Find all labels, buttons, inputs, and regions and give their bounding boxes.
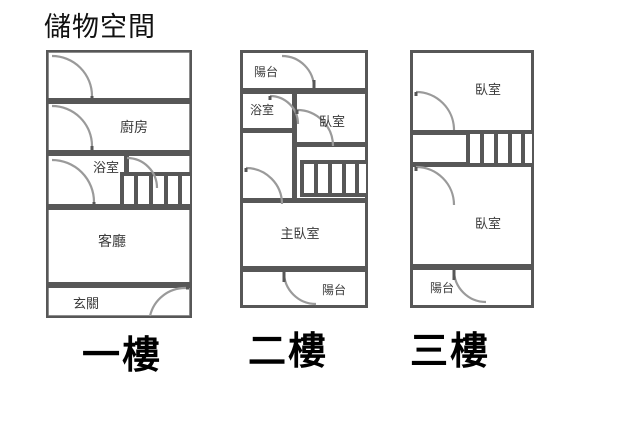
floor-2-label-balcony-bottom: 陽台: [322, 282, 346, 297]
floor-3-wall-hall-bottom: [410, 162, 502, 167]
floor-1-wall-storage-kitchen: [46, 98, 192, 104]
floor-1-door-arcs: [51, 54, 189, 317]
floor-1-label-entrance: 玄關: [73, 297, 99, 312]
floor-1-caption: 一樓: [82, 333, 163, 377]
floor-3-drawing: 臥室 臥室 陽台: [410, 50, 534, 308]
floor-2-wall-hall-master: [240, 198, 368, 203]
floor-1-wall-bath-living: [46, 204, 192, 210]
floor-1-label-living-room: 客廳: [98, 233, 126, 250]
page-title: 儲物空間: [44, 12, 156, 43]
floor-2-wall-balcony-bottom: [240, 266, 368, 272]
floor-2-label-master-bedroom: 主臥室: [280, 226, 319, 242]
floor-plan-1: 廚房 浴室 客廳 玄關: [46, 50, 192, 318]
floor-3-label-balcony-bottom: 陽台: [430, 280, 454, 295]
floor-3-wall-balcony-bottom: [410, 264, 534, 270]
floor-1-drawing: 廚房 浴室 客廳 玄關: [46, 50, 192, 318]
floor-2-wall-bath-bottom: [240, 128, 296, 133]
floor-3-caption: 三樓: [410, 329, 491, 373]
floor-2-caption: 二樓: [248, 329, 329, 373]
floor-1-wall-kitchen-bath: [46, 150, 192, 156]
floor-1-label-kitchen: 廚房: [120, 119, 148, 136]
floor-2-label-bathroom: 浴室: [250, 102, 274, 117]
floor-1-label-bathroom: 浴室: [93, 160, 119, 176]
floor-2-door-arcs: [244, 54, 335, 306]
floor-plan-3: 臥室 臥室 陽台: [410, 50, 534, 308]
floor-2-label-balcony-top: 陽台: [254, 64, 278, 79]
floor-1-staircase-steps: [134, 174, 182, 206]
floor-3-wall-bedroom-top: [410, 130, 502, 135]
floor-1-wall-living-entry: [46, 282, 192, 288]
floor-3-label-bedroom-bottom: 臥室: [475, 216, 501, 232]
floor-2-staircase-steps: [314, 162, 359, 195]
floor-1-bath-partition: [124, 156, 129, 186]
floor-2-label-bedroom: 臥室: [319, 114, 345, 130]
floor-2-wall-bedroom-bottom: [292, 142, 368, 147]
floor-2-wall-balcony: [240, 88, 368, 94]
floor-3-label-bedroom-top: 臥室: [475, 82, 501, 98]
floor-2-drawing: 陽台 浴室 臥室 主臥室 陽台: [240, 50, 368, 308]
floor-plan-2: 陽台 浴室 臥室 主臥室 陽台: [240, 50, 368, 308]
floor-3-door-arcs: [414, 90, 487, 304]
floor-3-staircase-steps: [480, 132, 525, 165]
